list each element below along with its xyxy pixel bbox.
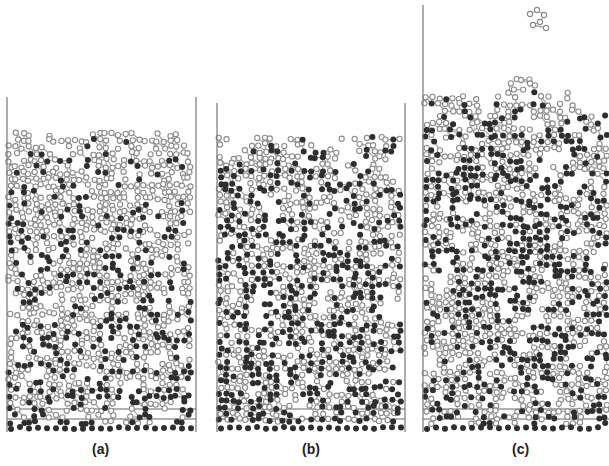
simulation-snapshots <box>0 0 609 466</box>
